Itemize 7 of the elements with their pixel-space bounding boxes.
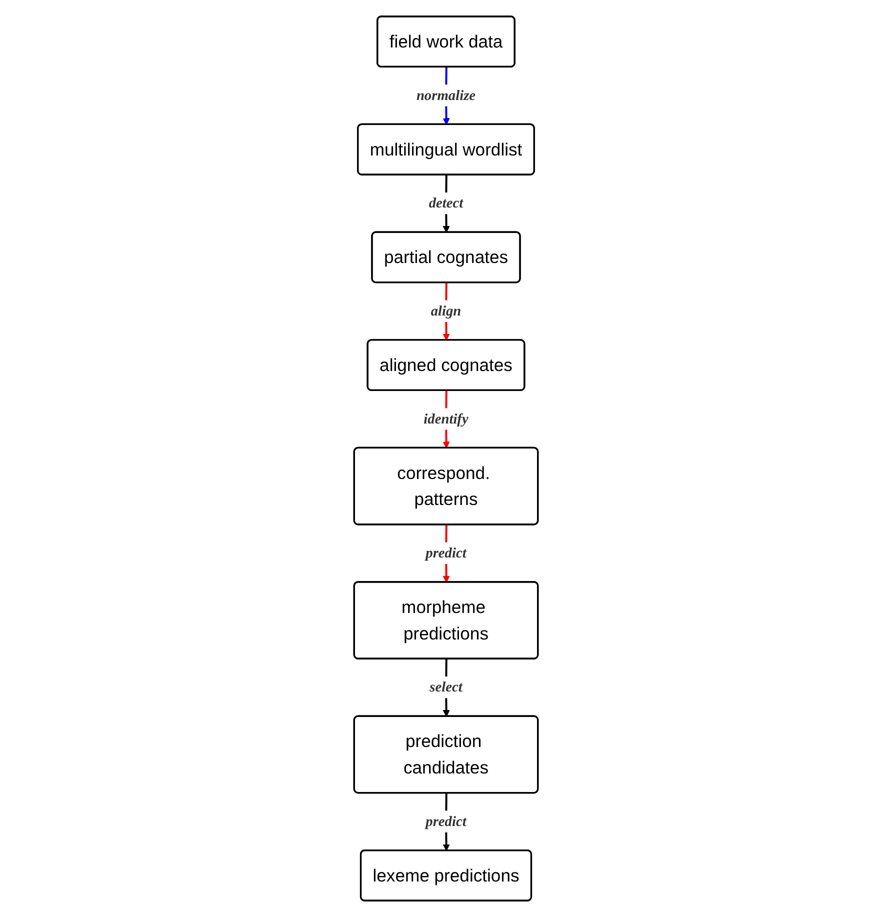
edge-label: detect: [428, 194, 464, 211]
edge-label: select: [430, 678, 462, 695]
edge-label: align: [430, 302, 462, 319]
edge-label: identify: [424, 410, 468, 427]
edge-label: predict: [426, 813, 466, 830]
edge-label: predict: [426, 544, 466, 561]
edge-label: normalize: [416, 87, 476, 104]
